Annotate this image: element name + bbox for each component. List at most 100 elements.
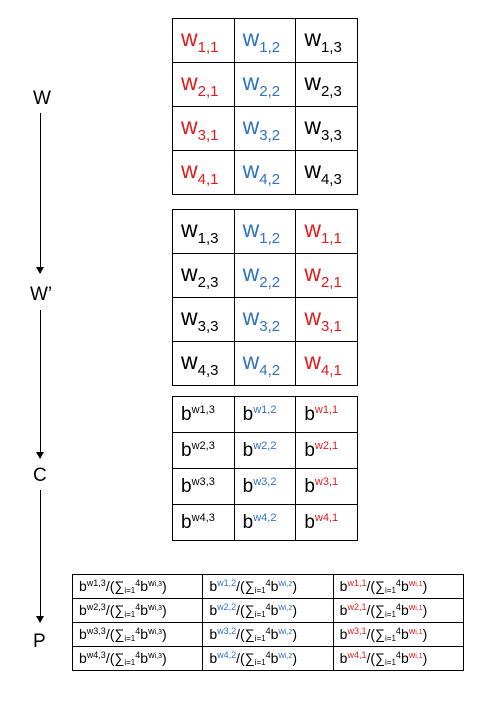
sum-lower-bound: i=1 — [254, 586, 266, 595]
cell-base: b — [181, 439, 192, 461]
cell-subscript: 1,3 — [197, 230, 219, 247]
cell-base: w — [242, 216, 260, 242]
numerator-superscript: w2,2 — [217, 602, 237, 612]
w-prime-matrix-cell: w1,3 — [172, 209, 235, 254]
c-matrix-cell: bw1,2 — [233, 396, 297, 433]
w-matrix-cell: w3,3 — [295, 106, 358, 151]
cell-subscript: 2,1 — [197, 83, 219, 100]
formula-close: ) — [161, 602, 167, 618]
p-matrix-row: bw1,3/(∑i=14bwi,3)bw1,2/(∑i=14bwi,2)bw1,… — [71, 574, 465, 599]
cell-subscript: 1,1 — [197, 39, 219, 56]
cell-base: b — [79, 578, 87, 594]
denominator-superscript: wi,1 — [409, 650, 423, 660]
cell-base: w — [181, 69, 198, 95]
denominator-w: w — [408, 626, 416, 636]
cell-base: w — [242, 25, 260, 51]
denominator-w: w — [278, 602, 285, 612]
denominator-base: b — [270, 650, 279, 666]
sum-upper-bound: 4 — [265, 626, 271, 636]
numerator-superscript: w3,3 — [86, 626, 106, 636]
denominator-superscript: wi,2 — [278, 650, 292, 660]
sum-upper-bound: 4 — [265, 650, 271, 660]
denominator-index: i,3 — [154, 629, 162, 636]
cell-base: w — [242, 304, 260, 330]
p-matrix-cell: bw4,2/(∑i=14bwi,2) — [202, 646, 334, 671]
cell-superscript: w4,2 — [253, 511, 277, 524]
p-matrix-row: bw2,3/(∑i=14bwi,3)bw2,2/(∑i=14bwi,2)bw2,… — [71, 598, 465, 623]
formula-close: ) — [161, 578, 167, 594]
sum-upper-bound: 4 — [395, 626, 401, 636]
sum-lower-bound: i=1 — [385, 586, 396, 595]
denominator-w: w — [278, 626, 285, 636]
cell-subscript: 3,1 — [320, 318, 342, 335]
c-matrix-cell: bw1,3 — [172, 396, 235, 433]
denominator-w: w — [148, 578, 155, 588]
cell-base: b — [79, 626, 87, 642]
formula-close: ) — [292, 578, 297, 594]
cell-subscript: 4,3 — [197, 362, 219, 379]
p-matrix-cell: bw3,1/(∑i=14bwi,1) — [332, 622, 465, 647]
c-matrix-cell: bw2,3 — [172, 432, 235, 469]
numerator-superscript: w2,1 — [347, 602, 367, 612]
cell-superscript: w1,3 — [191, 403, 215, 416]
sum-lower-bound: i=1 — [254, 658, 266, 667]
label-w-prime: W’ — [30, 284, 53, 305]
cell-base: b — [339, 602, 348, 618]
arrow-w-to-wprime — [36, 113, 44, 274]
p-matrix-row: bw3,3/(∑i=14bwi,3)bw3,2/(∑i=14bwi,2)bw3,… — [71, 622, 465, 647]
denominator-base: b — [140, 650, 149, 666]
w-prime-matrix-cell: w1,1 — [295, 209, 358, 254]
denominator-w: w — [408, 578, 416, 588]
p-matrix-cell: bw3,3/(∑i=14bwi,3) — [71, 622, 204, 647]
denominator-base: b — [140, 602, 149, 618]
cell-base: b — [181, 511, 192, 533]
denominator-base: b — [270, 626, 279, 642]
w-prime-matrix-cell: w3,3 — [172, 297, 235, 342]
w-matrix-cell: w4,3 — [295, 150, 358, 195]
sum-symbol: ∑ — [375, 578, 386, 594]
p-matrix-cell: bw3,2/(∑i=14bwi,2) — [202, 622, 334, 647]
cell-base: b — [242, 403, 254, 425]
sum-symbol: ∑ — [244, 578, 255, 594]
sum-symbol: ∑ — [375, 650, 386, 666]
cell-base: w — [242, 157, 260, 183]
cell-subscript: 4,1 — [197, 171, 219, 188]
cell-base: w — [304, 260, 321, 286]
denominator-index: i,2 — [284, 581, 293, 588]
sum-upper-bound: 4 — [265, 602, 271, 612]
formula-open: /( — [366, 602, 376, 618]
cell-subscript: 2,3 — [320, 83, 342, 100]
numerator-superscript: w1,1 — [347, 578, 367, 588]
w-matrix-cell: w1,3 — [295, 18, 358, 63]
cell-base: b — [181, 403, 192, 425]
p-matrix-cell: bw4,1/(∑i=14bwi,1) — [332, 646, 465, 671]
denominator-superscript: wi,2 — [278, 602, 292, 612]
denominator-base: b — [400, 626, 409, 642]
denominator-index: i,2 — [284, 653, 293, 660]
sum-lower-bound: i=1 — [124, 658, 136, 667]
c-matrix-cell: bw4,3 — [172, 504, 235, 541]
p-matrix-cell: bw2,3/(∑i=14bwi,3) — [71, 598, 204, 623]
cell-superscript: w3,2 — [253, 475, 277, 488]
denominator-superscript: wi,1 — [409, 578, 423, 588]
cell-base: w — [304, 348, 321, 374]
cell-superscript: w2,1 — [314, 439, 339, 452]
cell-base: w — [181, 260, 198, 286]
cell-subscript: 1,3 — [320, 39, 342, 56]
cell-base: w — [304, 25, 321, 51]
sum-upper-bound: 4 — [135, 578, 141, 588]
sum-upper-bound: 4 — [395, 602, 401, 612]
formula-open: /( — [236, 578, 245, 594]
sum-lower-bound: i=1 — [254, 634, 266, 643]
formula-open: /( — [366, 578, 376, 594]
cell-subscript: 1,2 — [259, 39, 281, 56]
w-matrix-cell: w4,1 — [172, 150, 235, 195]
w-matrix-cell: w2,1 — [172, 62, 235, 107]
cell-base: b — [304, 403, 315, 425]
sum-lower-bound: i=1 — [124, 634, 136, 643]
denominator-w: w — [408, 602, 416, 612]
